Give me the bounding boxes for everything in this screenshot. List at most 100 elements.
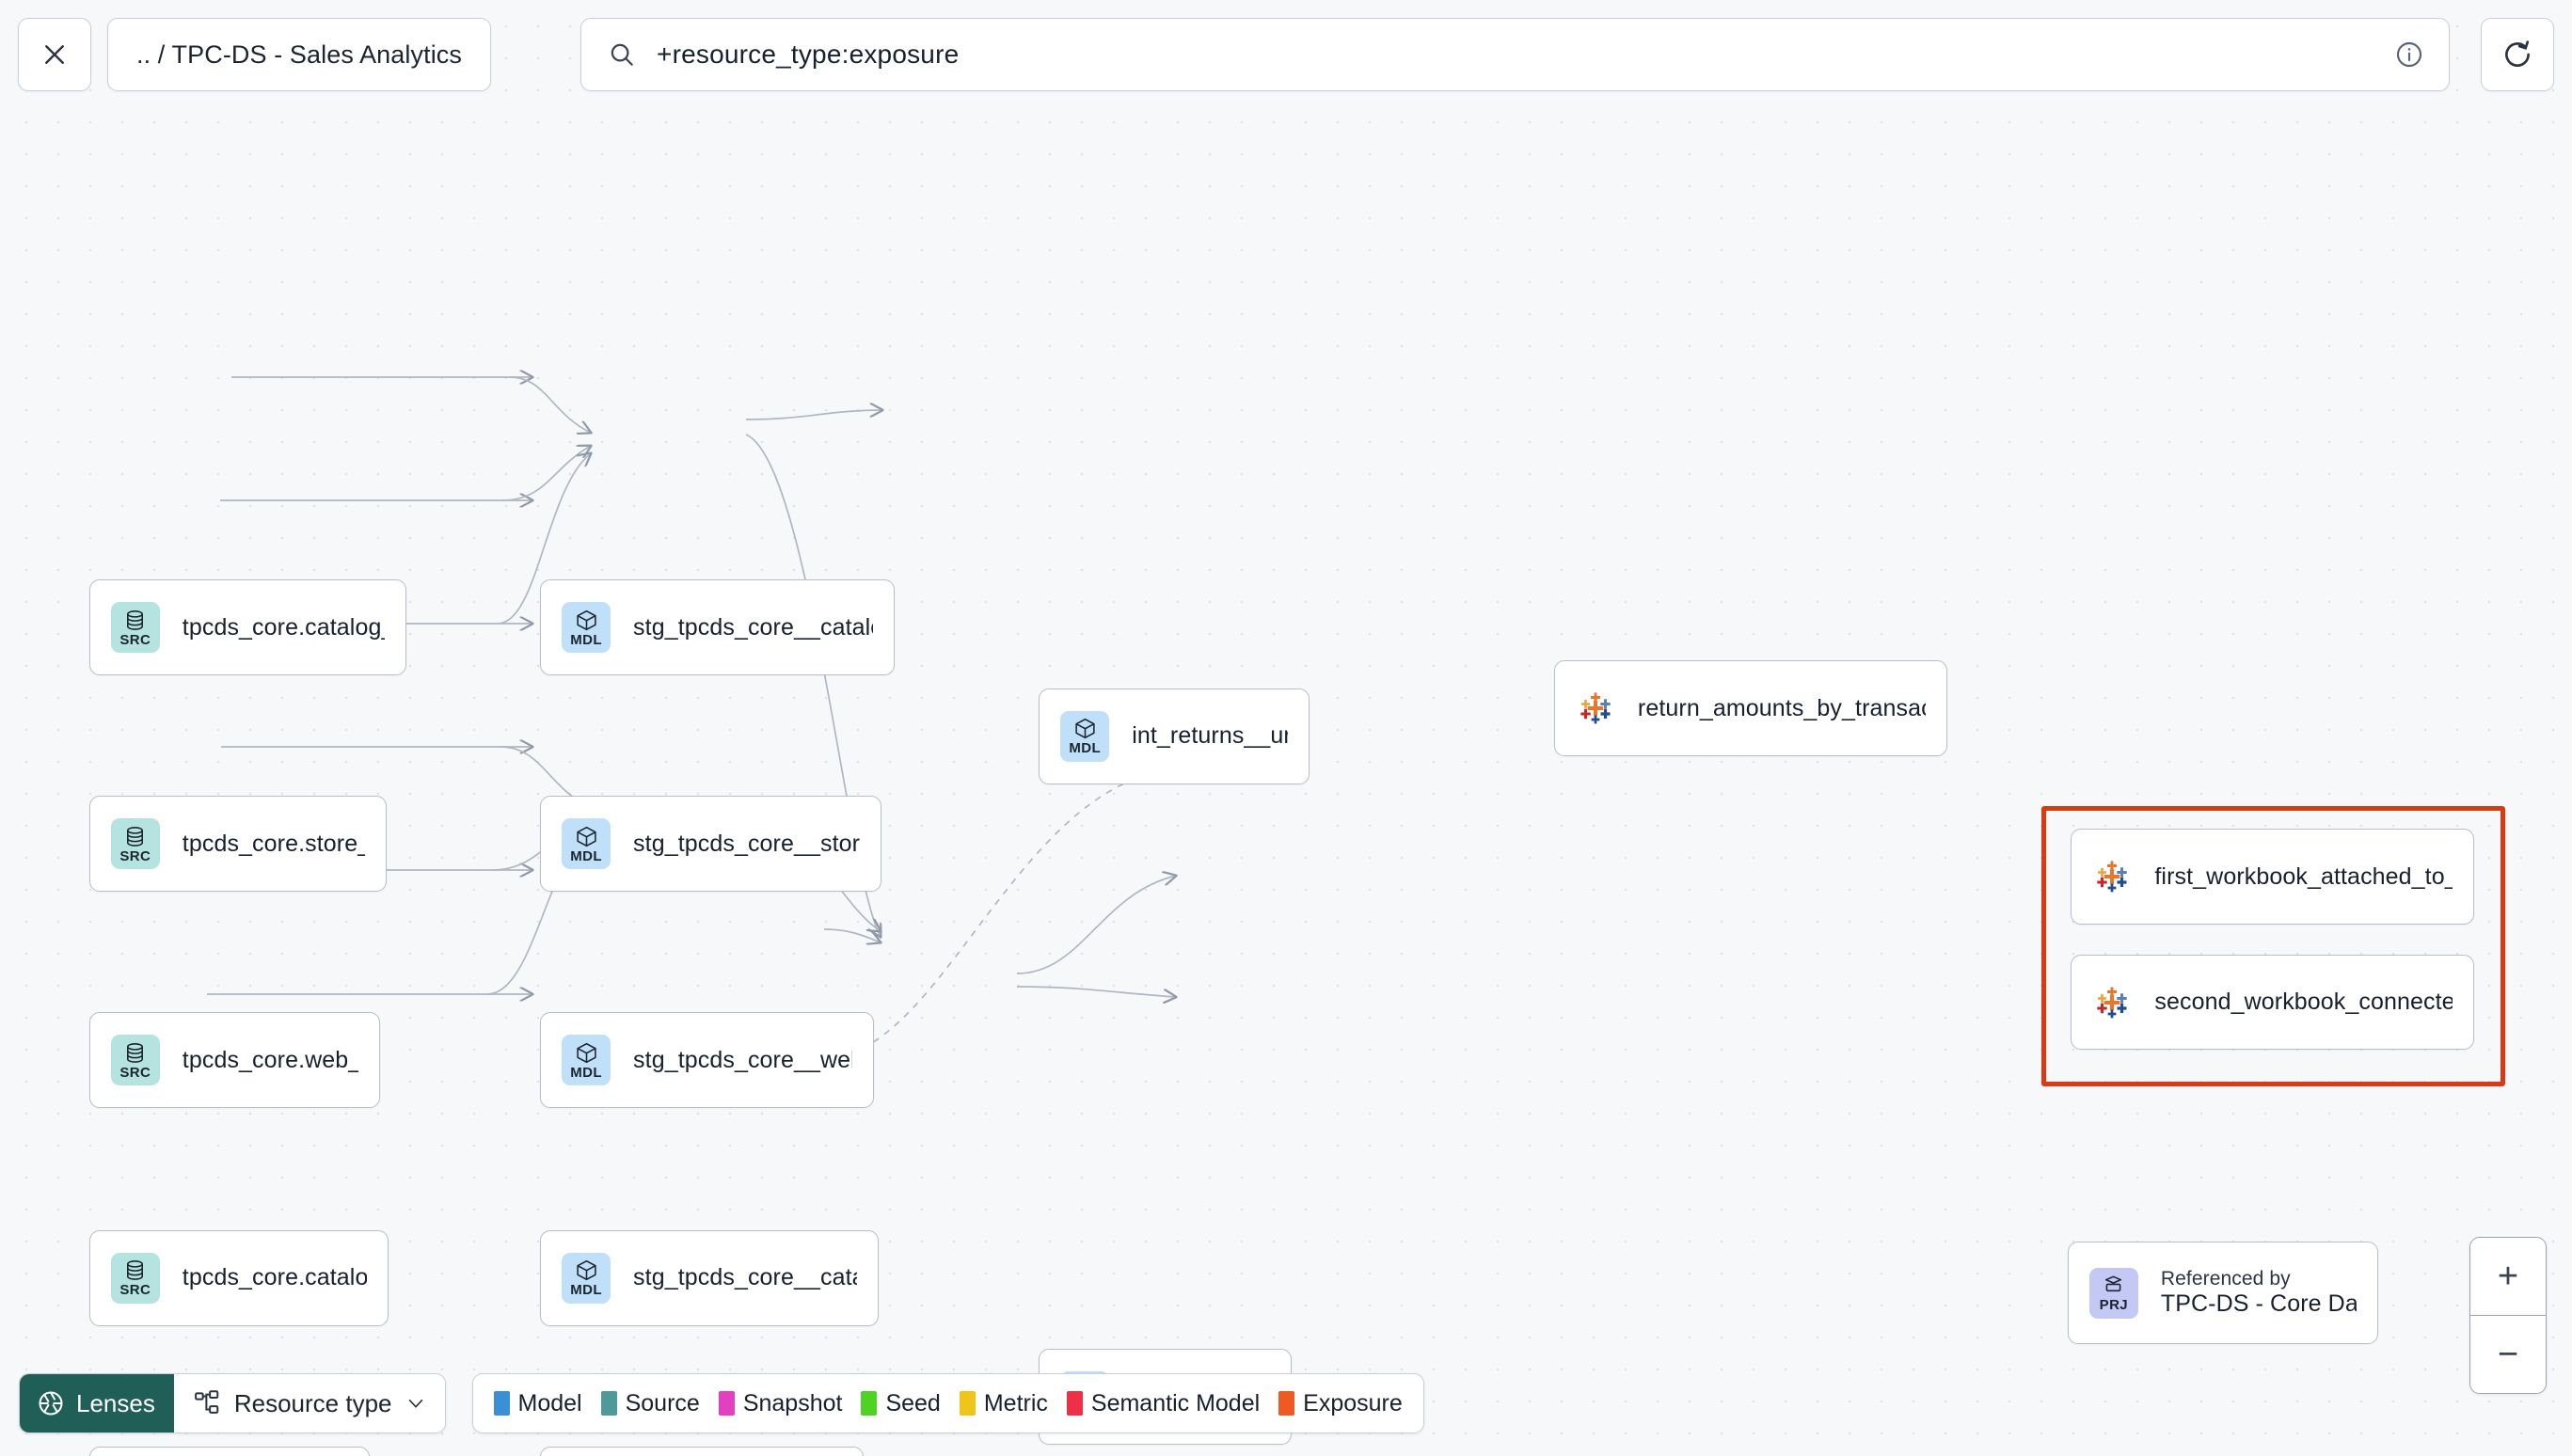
zoom-divider: [2470, 1314, 2546, 1316]
node-type-badge-src: SRC: [110, 818, 160, 870]
legend-item-semantic-model[interactable]: Semantic Model: [1066, 1389, 1261, 1417]
resource-type-legend: Model Source Snapshot Seed Metric Semantic Mo…: [471, 1373, 1424, 1433]
cube-icon: [1075, 719, 1095, 739]
node-type-badge-label: MDL: [1069, 740, 1102, 757]
node-title: return_amounts_by_transaction_type: [1637, 694, 1926, 721]
cube-icon: [576, 1260, 596, 1281]
node-body: first_workbook_attached_to_tpc-ds_-_…: [2154, 863, 2452, 891]
graph-node-src-catalog-returns[interactable]: SRC tpcds_core.catalog_returns: [88, 579, 406, 675]
tableau-icon: [1580, 692, 1611, 724]
zoom-out-button[interactable]: −: [2470, 1316, 2546, 1393]
node-type-badge-label: SRC: [119, 847, 151, 864]
database-icon: [127, 826, 144, 847]
zoom-in-button[interactable]: +: [2470, 1237, 2546, 1315]
breadcrumb[interactable]: .. / TPC-DS - Sales Analytics: [107, 18, 492, 91]
legend-label: Source: [625, 1389, 700, 1416]
node-type-badge-src: SRC: [110, 602, 160, 654]
legend-label: Snapshot: [742, 1389, 843, 1416]
search-bar[interactable]: +resource_type:exposure: [580, 18, 2450, 91]
node-type-badge-label: SRC: [119, 1282, 151, 1299]
node-title: TPC-DS - Core Data Models: [2160, 1290, 2357, 1318]
graph-node-exp-return-amounts[interactable]: return_amounts_by_transaction_type: [1553, 660, 1947, 756]
graph-node-mdl-stg-web-returns[interactable]: MDL stg_tpcds_core__web_returns: [540, 1012, 874, 1108]
node-type-badge-mdl: MDL: [562, 1035, 611, 1086]
graph-node-src-catalog-sales[interactable]: SRC tpcds_core.catalog_sales: [88, 1229, 389, 1326]
node-body: stg_tpcds_core__web_returns: [633, 1047, 852, 1074]
legend-swatch: [493, 1391, 510, 1416]
graph-node-src-store-returns[interactable]: SRC tpcds_core.store_returns: [88, 796, 387, 892]
hierarchy-icon: [194, 1390, 219, 1414]
database-icon: [127, 609, 144, 630]
legend-item-seed[interactable]: Seed: [861, 1390, 941, 1417]
node-type-badge-src: SRC: [110, 1035, 160, 1086]
close-button[interactable]: [18, 18, 91, 91]
node-title: tpcds_core.catalog_sales: [182, 1264, 367, 1291]
legend-label: Semantic Model: [1090, 1389, 1261, 1416]
graph-node-exp-second-workbook[interactable]: second_workbook_connected_to_live…: [2071, 954, 2474, 1051]
node-title: first_workbook_attached_to_tpc-ds_-_…: [2154, 863, 2453, 890]
node-body: return_amounts_by_transaction_type: [1638, 695, 1926, 722]
node-type-badge-label: SRC: [119, 631, 151, 648]
node-title: stg_tpcds_core__catalog_sales: [633, 1264, 857, 1291]
node-subtitle: Referenced by: [2160, 1268, 2291, 1290]
search-icon: [611, 43, 633, 66]
node-type-badge-mdl: MDL: [1060, 710, 1110, 762]
node-body: stg_tpcds_core__catalog_returns: [633, 614, 873, 641]
database-icon: [127, 1042, 144, 1063]
lens-control-group: Lenses Resource type: [19, 1373, 446, 1433]
graph-node-mdl-int-returns-unioned[interactable]: MDL int_returns__unioned: [1039, 688, 1310, 784]
legend-item-model[interactable]: Model: [493, 1389, 582, 1417]
close-icon: [45, 45, 64, 64]
chevron-down-icon: [408, 1399, 422, 1408]
node-type-badge-prj: PRJ: [2088, 1267, 2138, 1319]
legend-label: Exposure: [1303, 1389, 1403, 1416]
legend-item-exposure[interactable]: Exposure: [1278, 1390, 1403, 1417]
graph-node-mdl-stg-catalog-returns[interactable]: MDL stg_tpcds_core__catalog_returns: [540, 579, 896, 675]
graph-node-src-web-returns[interactable]: SRC tpcds_core.web_returns: [88, 1012, 380, 1108]
legend-swatch: [600, 1391, 617, 1416]
node-title: second_workbook_connected_to_live…: [2154, 989, 2453, 1016]
info-icon[interactable]: [2394, 40, 2424, 70]
node-type-badge-label: MDL: [570, 631, 602, 648]
search-input[interactable]: +resource_type:exposure: [657, 40, 960, 69]
cube-icon: [576, 826, 596, 847]
node-body: tpcds_core.catalog_sales: [183, 1264, 367, 1291]
lenses-label: Lenses: [76, 1388, 155, 1417]
node-title: tpcds_core.catalog_returns: [182, 613, 385, 641]
project-stack-icon: [2105, 1275, 2122, 1292]
node-body: tpcds_core.store_returns: [183, 831, 365, 858]
zoom-controls: + −: [2469, 1236, 2547, 1394]
node-title: stg_tpcds_core__web_returns: [633, 1046, 852, 1073]
refresh-button[interactable]: [2481, 18, 2554, 91]
node-body: int_returns__unioned: [1132, 722, 1288, 750]
node-title: stg_tpcds_core__catalog_returns: [633, 613, 873, 641]
resource-type-dropdown[interactable]: Resource type: [173, 1374, 445, 1432]
node-type-badge-label: MDL: [570, 847, 602, 864]
legend-item-metric[interactable]: Metric: [959, 1390, 1048, 1417]
resource-type-label: Resource type: [233, 1388, 392, 1417]
legend-label: Model: [517, 1389, 582, 1416]
node-body: second_workbook_connected_to_live…: [2154, 989, 2452, 1016]
node-body: tpcds_core.web_returns: [183, 1047, 358, 1074]
legend-item-snapshot[interactable]: Snapshot: [718, 1389, 843, 1417]
legend-swatch: [959, 1391, 976, 1416]
node-type-badge-label: PRJ: [2099, 1297, 2129, 1314]
top-toolbar: .. / TPC-DS - Sales Analytics +resource_…: [0, 0, 2572, 109]
lenses-button[interactable]: Lenses: [20, 1374, 174, 1432]
legend-item-source[interactable]: Source: [600, 1389, 700, 1417]
node-type-badge-src: SRC: [110, 1252, 160, 1304]
node-title: tpcds_core.web_returns: [182, 1046, 358, 1073]
cube-icon: [576, 1042, 596, 1063]
legend-swatch: [718, 1391, 735, 1416]
node-body: stg_tpcds_core__catalog_sales: [633, 1264, 857, 1291]
graph-node-exp-first-workbook[interactable]: first_workbook_attached_to_tpc-ds_-_…: [2071, 829, 2474, 926]
refresh-icon: [2505, 40, 2530, 67]
